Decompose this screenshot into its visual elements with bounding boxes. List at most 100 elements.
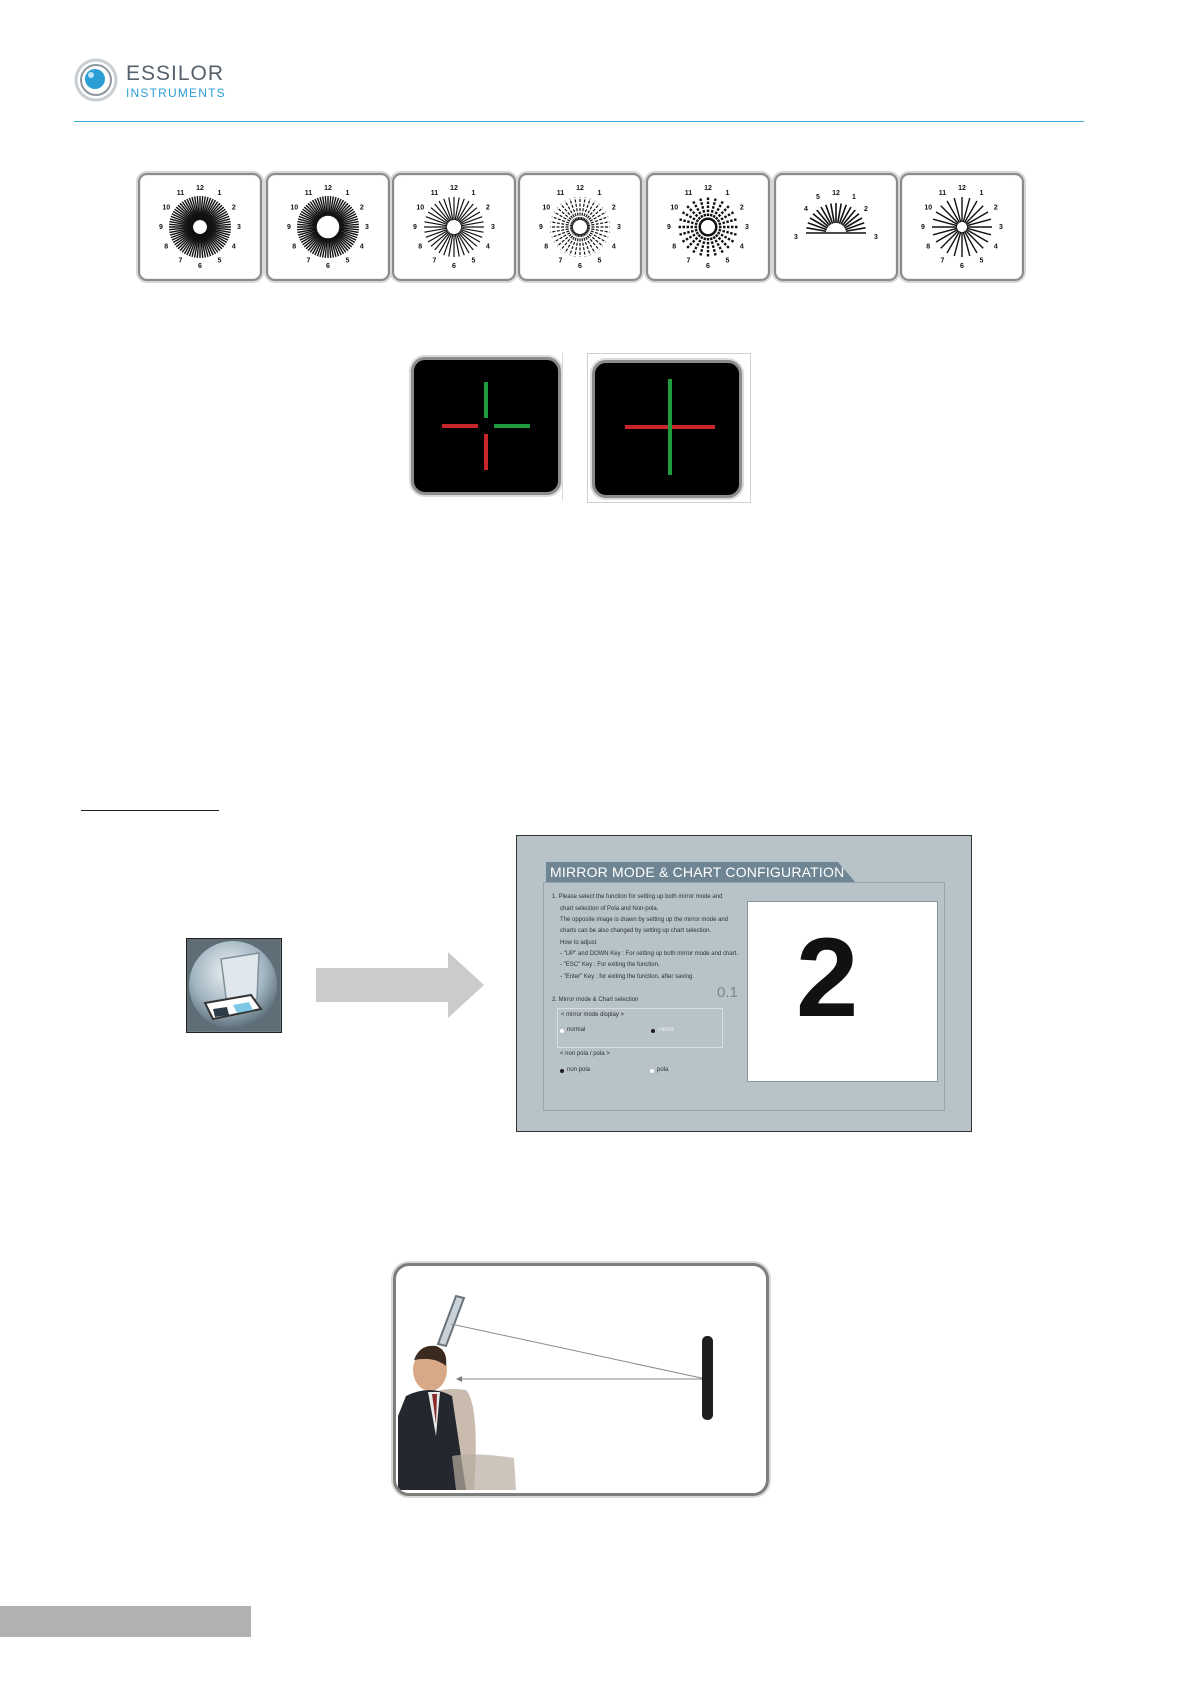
chart-label: 7: [559, 258, 563, 265]
section-2-title: 2. Mirror mode & Chart selection: [552, 997, 639, 1003]
arrow-right-icon: [316, 952, 484, 1018]
radio-normal[interactable]: [560, 1029, 564, 1033]
chart-label: 2: [994, 204, 998, 211]
chart-label: 3: [999, 224, 1003, 231]
cross-chart-separator: [562, 353, 563, 501]
instruction-line: chart selection of Pola and Non-pola.: [560, 906, 659, 912]
chart-label: 2: [486, 204, 490, 211]
chart-label: 12: [704, 185, 712, 192]
chart-label: 1: [472, 190, 476, 197]
chart-label: 8: [544, 243, 548, 250]
chart-label: 6: [578, 263, 582, 270]
fan-lines: [297, 196, 359, 258]
chart-label: 5: [816, 194, 820, 201]
header-divider: [74, 121, 1084, 122]
chart-label: 9: [539, 224, 543, 231]
chart-label: 12: [196, 185, 204, 192]
chart-label: 11: [305, 190, 313, 197]
chart-label: 2: [612, 204, 616, 211]
chart-label: 2: [232, 204, 236, 211]
chart-preview: 2: [747, 901, 938, 1082]
essilor-logo-icon: [74, 58, 118, 102]
chart-label: 5: [980, 258, 984, 265]
option-mirror[interactable]: mirror: [658, 1027, 674, 1033]
chart-label: 4: [360, 243, 364, 250]
chart-label: 10: [290, 204, 298, 211]
instruction-line: - "UP" and DOWN Key : For setting up bot…: [560, 951, 738, 957]
person-body: [398, 1390, 466, 1490]
full-cross-icon: [625, 379, 715, 475]
chart-label: 5: [472, 258, 476, 265]
chart-label: 11: [431, 190, 439, 197]
chart-label: 12: [832, 190, 840, 197]
mirror-setup-image: [398, 1294, 713, 1490]
chart-label: 9: [159, 224, 163, 231]
chart-label: 9: [667, 224, 671, 231]
radio-mirror[interactable]: [651, 1029, 655, 1033]
chart-label: 10: [924, 204, 932, 211]
chart-label: 1: [218, 190, 222, 197]
chart-preview-digit: 2: [796, 915, 859, 1040]
chart-label: 1: [852, 194, 856, 201]
config-panel: [543, 882, 945, 1111]
chart-label: 5: [346, 258, 350, 265]
radio-non-pola[interactable]: [560, 1069, 564, 1073]
fan-lines: [677, 196, 739, 258]
chart-acuity-value: 0.1: [717, 984, 738, 1001]
chart-label: 3: [365, 224, 369, 231]
chart-label: 8: [926, 243, 930, 250]
chart-label: 4: [232, 243, 236, 250]
chart-label: 1: [598, 190, 602, 197]
chart-label: 2: [740, 204, 744, 211]
chart-label: 6: [326, 263, 330, 270]
radio-pola[interactable]: [650, 1069, 654, 1073]
mirror-icon: [436, 1294, 466, 1348]
chart-label: 11: [177, 190, 185, 197]
chart-label: 1: [980, 190, 984, 197]
split-cross-icon: [442, 382, 530, 470]
fan-lines: [550, 197, 610, 257]
chart-label: 3: [617, 224, 621, 231]
chart-label: 12: [958, 185, 966, 192]
chart-label: 6: [960, 263, 964, 270]
option-pola[interactable]: pola: [657, 1067, 669, 1073]
instruction-line: The opposite image is drawn by setting u…: [560, 917, 729, 923]
config-title-tab: [546, 862, 856, 883]
mirror-group-label: < mirror mode display >: [561, 1012, 625, 1018]
instruction-line: - "ESC" Key : For exiting the function.: [560, 962, 660, 968]
brand-subtitle: INSTRUMENTS: [126, 86, 226, 100]
option-non-pola[interactable]: non pola: [567, 1067, 591, 1073]
chart-label: 3: [794, 234, 798, 241]
chart-label: 7: [307, 258, 311, 265]
chart-label: 8: [672, 243, 676, 250]
chart-label: 6: [706, 263, 710, 270]
chart-label: 1: [726, 190, 730, 197]
chart-label: 10: [542, 204, 550, 211]
chart-label: 2: [864, 206, 868, 213]
chart-label: 12: [450, 185, 458, 192]
screen-icon: [702, 1336, 713, 1420]
chart-label: 12: [576, 185, 584, 192]
chart-label: 9: [921, 224, 925, 231]
mirror-mode-config-screen: MIRROR MODE & CHART CONFIGURATION 1. Ple…: [516, 835, 972, 1132]
fan-lines: [806, 203, 866, 234]
chart-label: 6: [198, 263, 202, 270]
chart-label: 3: [874, 234, 878, 241]
option-normal[interactable]: normal: [567, 1027, 586, 1033]
chart-label: 3: [745, 224, 749, 231]
config-title: MIRROR MODE & CHART CONFIGURATION: [550, 864, 845, 880]
chart-label: 8: [418, 243, 422, 250]
mirror-mode-app-icon[interactable]: [186, 938, 282, 1033]
instruction-line: How to adjust: [560, 940, 597, 946]
chart-label: 4: [612, 243, 616, 250]
